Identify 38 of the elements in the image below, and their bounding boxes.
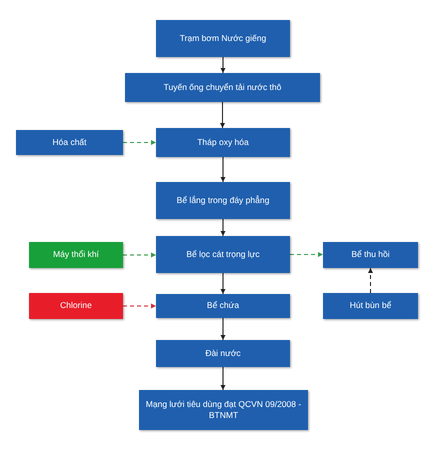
arrow <box>122 252 156 258</box>
box-label: Bể lọc cát trọng lực <box>186 248 260 260</box>
box-label: Trạm bơm Nước giếng <box>180 32 266 44</box>
process-box <box>323 242 418 268</box>
arrow <box>220 366 226 390</box>
box-label: Hóa chất <box>52 136 87 148</box>
process-box <box>125 73 320 102</box>
process-box <box>156 182 290 219</box>
box-label: Bể lắng trong đáy phẳng <box>176 194 270 206</box>
process-box <box>16 130 123 155</box>
arrow <box>220 56 226 74</box>
arrow <box>122 304 156 308</box>
arrow <box>122 140 156 145</box>
process-box <box>156 340 290 367</box>
arrow <box>220 272 226 294</box>
process-box <box>156 294 290 318</box>
arrow <box>220 156 226 182</box>
process-box <box>139 390 308 430</box>
box-label: Đài nước <box>205 348 241 360</box>
process-box <box>29 242 123 268</box>
box-label: Tuyến ống chuyển tải nước thô <box>164 82 282 94</box>
box-label: Chlorine <box>60 300 92 312</box>
process-box <box>156 20 290 57</box>
box-label: Tháp oxy hóa <box>197 136 249 148</box>
box-label: Bể thu hồi <box>351 249 390 261</box>
arrow <box>368 268 373 294</box>
arrow <box>220 218 226 236</box>
process-box <box>323 293 418 319</box>
process-box <box>156 236 290 273</box>
process-box <box>29 293 123 319</box>
box-label: Bể chứa <box>206 300 240 312</box>
arrow <box>220 102 225 128</box>
box-label: Mạng lưới tiêu dùng đạt QCVN 09/2008 - BTNMT <box>144 398 302 422</box>
arrow <box>290 252 324 257</box>
arrow <box>220 318 226 340</box>
box-label: Máy thổi khí <box>53 249 99 261</box>
process-box <box>156 128 290 157</box>
box-label: Hút bùn bể <box>350 300 392 312</box>
